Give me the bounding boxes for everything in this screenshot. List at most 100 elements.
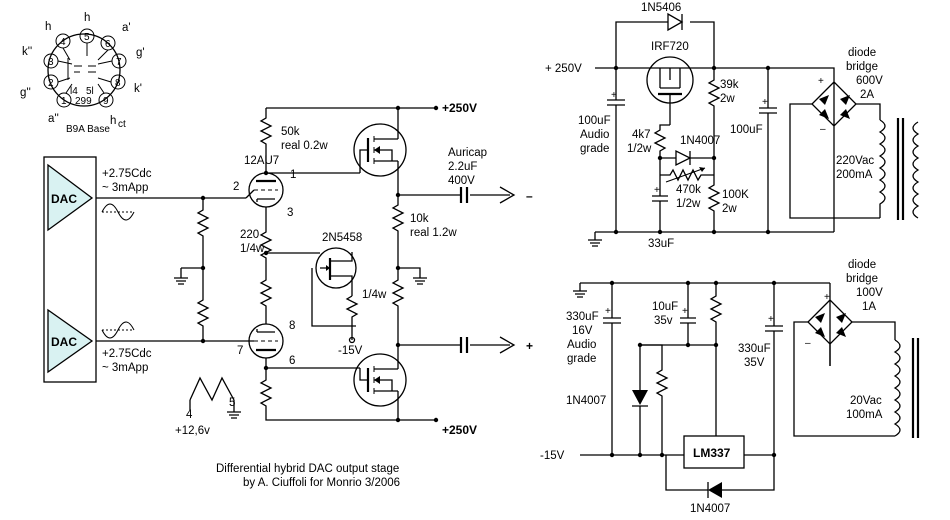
hv-r100k-label: 100K — [722, 189, 749, 201]
neg-supply-label: -15V — [540, 450, 565, 462]
lm337-regulator — [683, 435, 745, 469]
inner-label-5l: 5l — [86, 86, 94, 97]
hv-cap-main-plus: + — [611, 90, 617, 101]
base-label-hct-sub: ct — [118, 119, 126, 130]
base-label-k2: k'' — [22, 46, 32, 58]
neg-bridge-label-1: diode — [848, 259, 876, 271]
dac-bottom-bias: +2.75Cdc — [102, 348, 152, 360]
base-label-h-top: h — [84, 12, 90, 24]
hv-bridge-label-1: diode — [848, 47, 876, 59]
base-label-g1: g' — [136, 47, 145, 59]
hv-r470k-label: 470k — [676, 184, 701, 196]
hv-cap-right-plus: + — [762, 97, 768, 108]
base-outline — [47, 33, 121, 107]
r-source-value: 10k — [410, 213, 429, 225]
hv-r470k-power: 1/2w — [676, 198, 701, 210]
neg-cap-330-voltage: 16V — [572, 325, 593, 337]
hv-supply-label: + 250V — [545, 63, 582, 75]
input-network — [174, 195, 210, 344]
dac-section: DAC DAC +2.75Cdc ~ 3mApp +2.75Cdc ~ 3mAp… — [43, 156, 246, 383]
heater-pin-5: 5 — [229, 397, 235, 409]
pin-3-label: 3 — [48, 57, 54, 68]
hv-cap-main-desc2: grade — [580, 143, 609, 155]
output-minus-label: – — [526, 189, 533, 203]
r-cathode-value: 220 — [240, 229, 259, 241]
tube-name: 12AU7 — [244, 155, 279, 167]
tube-wiring — [259, 105, 439, 423]
neg-cap-330-plus: + — [605, 306, 611, 317]
r-source-real: real 1.2w — [410, 227, 457, 239]
r-plate-value: 50k — [281, 126, 300, 138]
hv-r100k-power: 2w — [722, 203, 737, 215]
hv-r39k-label: 39k — [720, 79, 739, 91]
hv-cap-33-label: 33uF — [648, 238, 674, 250]
r-cathode-power: 1/4w — [240, 243, 265, 255]
base-label-hct: h — [110, 115, 116, 127]
neg-xfmr-label-1: 20Vac — [850, 395, 882, 407]
psu-hv: 1N5406 + 250V IRF720 + 100uF Audio grade… — [545, 2, 920, 250]
r-plate-real: real 0.2w — [281, 140, 328, 152]
heater-voltage: +12,6v — [175, 425, 210, 437]
heater-pin-4: 4 — [186, 409, 193, 421]
hv-mosfet-label: IRF720 — [651, 41, 689, 53]
hv-xfmr-label-2: 200mA — [836, 169, 873, 181]
dac-outline — [43, 156, 97, 383]
auricap-voltage: 400V — [448, 175, 475, 187]
inner-label-l4: l4 — [70, 86, 78, 97]
psu-neg15: + 330uF 16V Audio grade + 10uF 35v 1N400… — [540, 259, 920, 515]
neg-xfmr-label-2: 100mA — [846, 409, 883, 421]
hv-diode-mid-label: 1N4007 — [680, 135, 720, 147]
neg-cap-330-desc2: grade — [567, 353, 596, 365]
dac-bottom-current: ~ 3mApp — [102, 362, 148, 374]
pin-4-label: 4 — [60, 37, 66, 48]
neg-cap-330b-value: 330uF — [738, 343, 771, 355]
tube-pin-7: 7 — [237, 345, 243, 357]
hv-xfmr-label-1: 220Vac — [836, 155, 874, 167]
hv-bridge-label-2: bridge — [846, 61, 878, 73]
neg-bridge-label-3: 100V — [856, 287, 883, 299]
caption-line-2: by A. Ciuffoli for Monrio 3/2006 — [243, 477, 400, 489]
auricap-value: 2.2uF — [448, 161, 477, 173]
tube-pin-6: 6 — [289, 355, 295, 367]
hv-cap-main-value: 100uF — [578, 115, 611, 127]
pin-2-label: 2 — [48, 78, 54, 89]
base-label-k1: k' — [134, 83, 142, 95]
neg-diode-left-label: 1N4007 — [566, 395, 606, 407]
neg-cap-330-desc1: Audio — [567, 339, 596, 351]
dac-bottom-triangle — [47, 308, 94, 374]
jfet-r-power: 1/4w — [362, 289, 387, 301]
tube-12au7: 12AU7 2 1 3 7 8 6 — [233, 155, 296, 367]
neg-bridge-label-4: 1A — [862, 301, 876, 313]
neg-cap-10-value: 10uF — [652, 301, 678, 313]
hv-bridge-plus: + — [818, 76, 824, 87]
hv-r4k7-label: 4k7 — [632, 129, 651, 141]
neg-diode-bottom-label: 1N4007 — [690, 503, 730, 515]
dac-top-current: ~ 3mApp — [102, 182, 148, 194]
hv-bridge-label-3: 600V — [856, 75, 883, 87]
pin-5-label: 5 — [84, 32, 90, 43]
base-title: B9A Base — [66, 124, 110, 135]
neg-cap-330-value: 330uF — [566, 311, 599, 323]
neg15-label: -15V — [338, 345, 363, 357]
neg-bridge-label-2: bridge — [846, 273, 878, 285]
neg-bridge-plus: + — [824, 292, 830, 303]
caption-line-1: Differential hybrid DAC output stage — [216, 463, 399, 475]
dac-top-label: DAC — [51, 192, 77, 206]
pin-6-label: 6 — [105, 39, 111, 50]
lm337-label: LM337 — [693, 446, 731, 460]
hv-bridge-minus: – — [820, 124, 826, 135]
output-plus-label: + — [526, 339, 533, 353]
dac-top-bias: +2.75Cdc — [102, 168, 152, 180]
hv-cap-33-plus: + — [654, 185, 660, 196]
hv-diode-top-label: 1N5406 — [641, 2, 681, 14]
output-network: – + — [391, 186, 533, 354]
tube-pin-3: 3 — [287, 207, 293, 219]
auricap-label: Auricap — [448, 147, 487, 159]
neg-bridge-minus: – — [805, 338, 811, 349]
hv-cap-main-desc1: Audio — [580, 129, 609, 141]
neg-cap-10-plus: + — [682, 306, 688, 317]
hv-r4k7-power: 1/2w — [627, 143, 652, 155]
dac-top-triangle — [47, 163, 94, 232]
